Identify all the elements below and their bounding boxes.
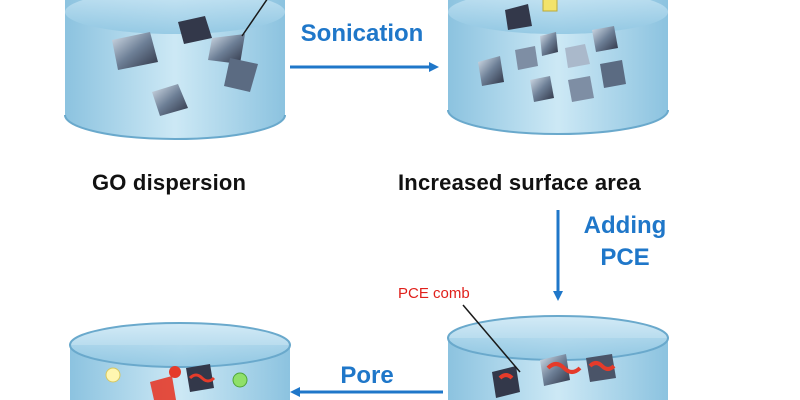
beaker-pore [69, 322, 291, 400]
sonicator-probe [542, 0, 558, 12]
pore-label: Pore [340, 362, 394, 389]
pore-particles [105, 364, 248, 400]
beaker-pce-added [447, 304, 669, 400]
exfoliated-flakes [478, 4, 626, 102]
increased-surface-area-caption: Increased surface area [398, 170, 641, 195]
beaker-go-dispersion [64, 0, 286, 140]
sonication-label: Sonication [300, 20, 424, 47]
go-dispersion-caption: GO dispersion [92, 170, 247, 195]
go-flakes [112, 16, 258, 116]
beaker-increased-surface-area [447, 0, 669, 135]
adding-pce-label: Adding PCE [573, 210, 677, 274]
adding-pce-line2: PCE [600, 244, 650, 271]
pce-comb-annotation: PCE comb [398, 285, 470, 302]
pce-coated-flakes [492, 354, 616, 398]
adding-pce-line1: Adding [583, 212, 667, 239]
